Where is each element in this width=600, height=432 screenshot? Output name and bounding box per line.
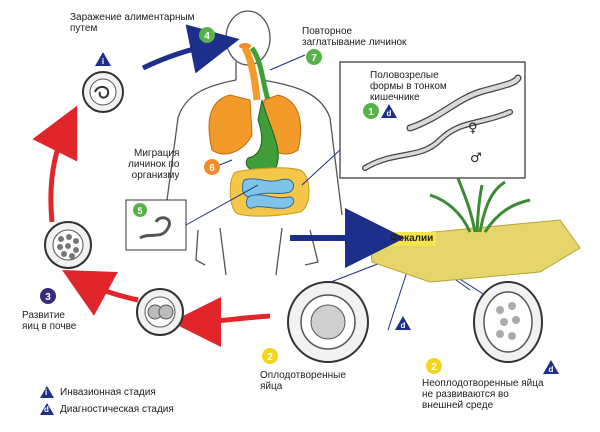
label-adults: Половозрелые формы в тонком кишечнике — [370, 70, 447, 103]
fertilized-egg — [287, 281, 369, 363]
label-feces: Фекалии — [390, 233, 434, 244]
legend-diagnostic-label: Диагностическая стадия — [60, 403, 174, 415]
svg-text:1: 1 — [368, 107, 374, 118]
step-badge-2-unfertilized: 2 — [426, 358, 442, 374]
invasive-legend-icon: i — [40, 386, 54, 398]
label-unfertilized: Неоплодотворенные яйца не развиваются во… — [422, 378, 544, 411]
diagnostic-stage-icon-fertilized: d — [395, 316, 411, 330]
step-badge-1: 1 — [363, 103, 379, 119]
female-symbol: ♀ — [468, 121, 478, 136]
development-cycle-arrows — [32, 105, 271, 347]
svg-text:d: d — [549, 365, 554, 374]
male-symbol: ♂ — [470, 151, 482, 166]
svg-text:d: d — [387, 109, 392, 118]
invasive-stage-icon: i — [95, 52, 111, 66]
infective-egg — [82, 71, 124, 113]
label-infection: Заражение алиментарным путем — [70, 12, 195, 34]
left-lung-shape — [208, 94, 253, 155]
svg-text:3: 3 — [45, 292, 51, 303]
svg-text:2: 2 — [267, 352, 273, 363]
svg-text:7: 7 — [311, 53, 317, 64]
unfertilized-egg — [473, 281, 543, 363]
step-badge-6: 6 — [204, 159, 220, 175]
legend-invasive: i Инвазионная стадия — [40, 386, 156, 398]
svg-text:i: i — [102, 57, 104, 66]
ingestion-arrow — [141, 24, 240, 74]
morula-egg — [44, 221, 92, 269]
trachea-shape — [241, 46, 261, 101]
grass-icon — [429, 177, 531, 233]
svg-text:4: 4 — [204, 31, 210, 42]
diagnostic-stage-icon-adults: d — [381, 104, 397, 118]
two-cell-egg — [136, 288, 184, 336]
svg-text:6: 6 — [209, 163, 215, 174]
label-fertilized: Оплодотворенные яйца — [260, 370, 346, 392]
svg-text:d: d — [401, 321, 406, 330]
svg-text:5: 5 — [137, 206, 142, 216]
esophagus-shape — [249, 46, 271, 101]
diagnostic-stage-icon-unfertilized: d — [543, 360, 559, 374]
label-migration: Миграция личинок по организму — [128, 148, 180, 181]
label-reswallow: Повторное заглатывание личинок — [302, 26, 407, 48]
step-badge-7: 7 — [306, 49, 322, 65]
step-badge-2-fertilized: 2 — [262, 348, 278, 364]
label-development: Развитие яиц в почве — [22, 310, 77, 332]
step-badge-5: 5 — [133, 203, 147, 217]
small-intestine-shape — [241, 178, 295, 209]
larva-shape — [139, 216, 171, 240]
svg-text:2: 2 — [431, 362, 437, 373]
legend-invasive-label: Инвазионная стадия — [60, 386, 156, 398]
diagnostic-legend-icon: d — [40, 403, 54, 415]
step-badge-4: 4 — [199, 27, 215, 43]
legend-diagnostic: d Диагностическая стадия — [40, 403, 174, 415]
step-badge-3: 3 — [40, 288, 56, 304]
